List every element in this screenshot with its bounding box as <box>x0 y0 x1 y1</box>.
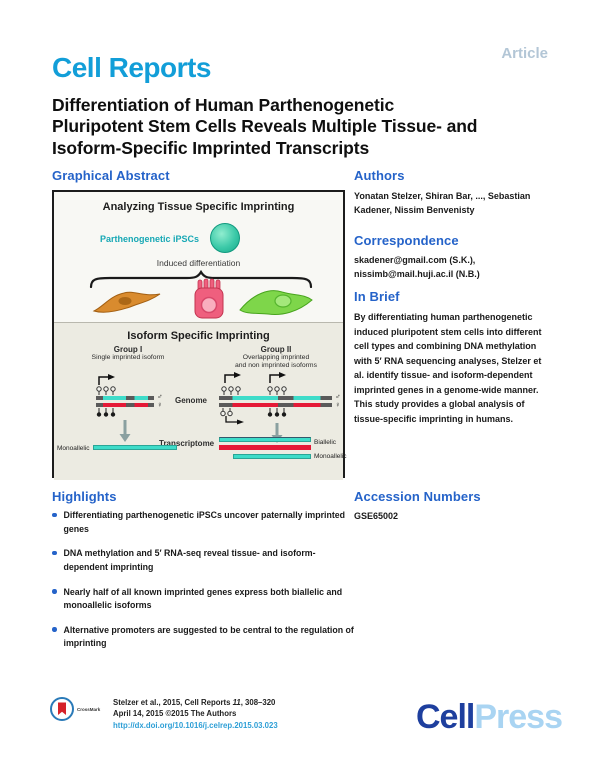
group2-promoter-arrow2-icon <box>269 372 286 383</box>
group2-biallelic-transcript-bar1 <box>219 437 311 442</box>
group1-methylated-lollipops-icon <box>96 408 116 417</box>
group2-promoter-arrow1-icon <box>224 372 241 383</box>
group2-monoallelic-transcript-bar <box>233 454 311 459</box>
bullet-icon <box>52 589 57 594</box>
highlight-text: Nearly half of all known imprinted genes… <box>63 586 343 611</box>
group2-maternal-promoter-icon <box>220 408 244 425</box>
group2-maternal-allele-bar <box>219 403 332 407</box>
genome-label: Genome <box>175 396 208 405</box>
in-brief-heading: In Brief <box>354 289 400 304</box>
isoform-panel-title: Isoform Specific Imprinting <box>127 330 270 342</box>
accession-numbers-heading: Accession Numbers <box>354 489 481 504</box>
induced-differentiation-label: Induced differentiation <box>156 258 241 268</box>
group2-paternal-allele-bar <box>219 396 332 400</box>
fibroblast-cell-icon <box>92 291 161 313</box>
bullet-icon <box>52 512 57 517</box>
female-symbol: ♀ <box>335 400 341 409</box>
citation-pages: , 308–320 <box>240 698 276 707</box>
group2-unmethylated-lollipops1-icon <box>221 386 241 395</box>
group1-label: Group I Single imprinted isoform <box>91 345 165 361</box>
biallelic-label: Biallelic <box>314 439 337 446</box>
correspondence-heading: Correspondence <box>354 233 459 248</box>
male-symbol: ♂ <box>157 392 163 401</box>
monoallelic-right-label: Monoallelic <box>314 453 347 460</box>
crossmark-icon <box>50 697 74 721</box>
graphical-abstract-heading: Graphical Abstract <box>52 168 170 183</box>
group1-maternal-allele-bar <box>96 403 154 407</box>
crossmark-label: CrossMark <box>77 706 101 712</box>
graphical-abstract-figure: Analyzing Tissue Specific Imprinting Par… <box>52 190 347 480</box>
bullet-icon <box>52 550 57 556</box>
accession-number-value: GSE65002 <box>354 511 399 521</box>
differentiation-brace-icon <box>89 270 313 288</box>
title-line-2: Pluripotent Stem Cells Reveals Multiple … <box>52 116 478 137</box>
crossmark-badge[interactable]: CrossMark <box>49 696 100 722</box>
stem-cell-icon <box>210 223 240 253</box>
transcriptome-label: Transcriptome <box>159 439 215 448</box>
highlights-list: Differentiating parthenogenetic iPSCs un… <box>52 509 356 662</box>
authors-heading: Authors <box>354 168 405 183</box>
group1-paternal-allele-bar <box>96 396 154 400</box>
highlight-text: Differentiating parthenogenetic iPSCs un… <box>63 510 346 534</box>
highlights-heading: Highlights <box>52 489 117 504</box>
highlight-text: DNA methylation and 5′ RNA-seq reveal ti… <box>63 548 316 572</box>
group2-unmethylated-lollipops2-icon <box>267 386 287 395</box>
highlight-item: DNA methylation and 5′ RNA-seq reveal ti… <box>52 547 356 574</box>
cellpress-logo: CellPress <box>416 698 563 737</box>
highlight-item: Differentiating parthenogenetic iPSCs un… <box>52 509 356 536</box>
highlight-item: Alternative promoters are suggested to b… <box>52 624 356 651</box>
in-brief-text: By differentiating human parthenogenetic… <box>354 312 542 425</box>
group2-biallelic-transcript-bar2 <box>219 445 311 450</box>
female-symbol: ♀ <box>157 400 163 409</box>
isoform-imprinting-panel: Isoform Specific Imprinting Group I Sing… <box>54 322 347 480</box>
title-line-1: Differentiation of Human Parthenogenetic <box>52 95 395 115</box>
doi-link[interactable]: http://dx.doi.org/10.1016/j.celrep.2015.… <box>113 720 278 730</box>
group2-label: Group II Overlapping imprinted and non i… <box>235 345 317 370</box>
cellpress-cell-text: Cell <box>416 698 475 736</box>
parthenogenetic-ipsc-label: Parthenogenetic iPSCs <box>100 234 200 244</box>
bullet-icon <box>52 627 57 632</box>
journal-logo: Cell Reports <box>52 52 211 83</box>
group1-unmethylated-lollipops-icon <box>96 386 116 395</box>
group1-monoallelic-transcript-bar <box>93 445 177 450</box>
highlight-text: Alternative promoters are suggested to b… <box>63 624 354 649</box>
citation-block: Stelzer et al., 2015, Cell Reports 11, 3… <box>113 697 278 731</box>
citation-pre: Stelzer et al., 2015, Cell Reports <box>113 698 233 707</box>
monoallelic-left-label: Monoallelic <box>57 445 90 452</box>
group1-promoter-arrow-icon <box>98 374 115 385</box>
group2-methylated-lollipops-icon <box>267 408 287 417</box>
tissue-imprinting-panel: Analyzing Tissue Specific Imprinting Par… <box>54 192 343 322</box>
citation-volume: 11 <box>232 698 241 707</box>
epithelial-cell-icon <box>194 278 224 319</box>
group1-down-arrow-icon <box>119 420 131 442</box>
male-symbol: ♂ <box>335 392 341 401</box>
cellpress-press-text: Press <box>474 698 563 736</box>
citation-line-2: April 14, 2015 ©2015 The Authors <box>113 709 237 719</box>
author-names: Yonatan Stelzer, Shiran Bar, ..., Sebast… <box>354 191 531 215</box>
tissue-panel-title: Analyzing Tissue Specific Imprinting <box>102 201 295 213</box>
paper-title: Differentiation of Human Parthenogenetic… <box>52 95 557 159</box>
article-type-label: Article <box>501 45 548 62</box>
correspondence-emails: skadener@gmail.com (S.K.), nissimb@mail.… <box>354 255 480 279</box>
title-line-3: Isoform-Specific Imprinted Transcripts <box>52 137 370 158</box>
citation-line-1: Stelzer et al., 2015, Cell Reports 11, 3… <box>113 697 278 708</box>
mesenchymal-cell-icon <box>239 290 313 315</box>
highlight-item: Nearly half of all known imprinted genes… <box>52 586 356 613</box>
